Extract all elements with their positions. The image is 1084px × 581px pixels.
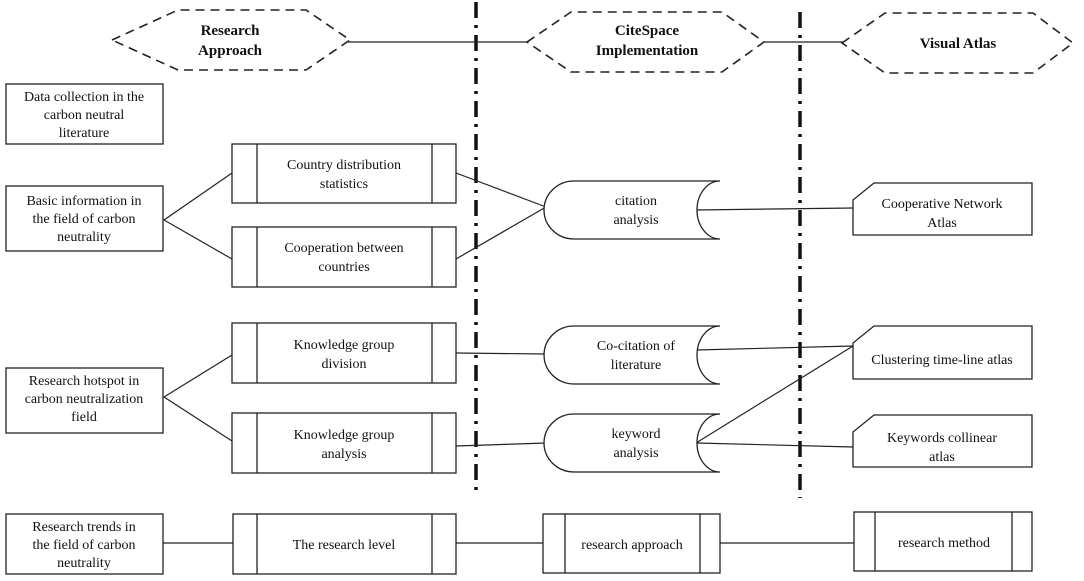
atlas-clustering-timeline: Clustering time-line atlas bbox=[852, 325, 1033, 380]
svg-text:research approach: research approach bbox=[581, 538, 682, 553]
svg-text:research method: research method bbox=[898, 536, 990, 551]
approach-research-level: The research level bbox=[232, 513, 457, 575]
connectors bbox=[162, 41, 854, 544]
atlas-research-method: research method bbox=[853, 511, 1033, 572]
svg-text:Clustering time-line atlas: Clustering time-line atlas bbox=[871, 353, 1013, 368]
svg-text:Visual Atlas: Visual Atlas bbox=[920, 36, 997, 52]
svg-text:The research level: The research level bbox=[293, 538, 396, 553]
header-visual-atlas: Visual Atlas bbox=[840, 12, 1075, 74]
impl-research-approach: research approach bbox=[542, 513, 721, 574]
